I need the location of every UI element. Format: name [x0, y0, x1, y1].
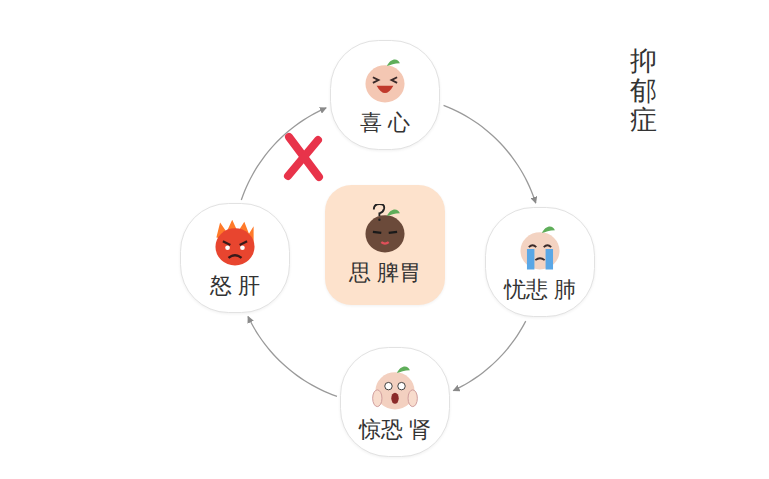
cycle-arrow: [444, 105, 536, 203]
cross-stroke: [288, 140, 318, 176]
cross-mark: [288, 137, 319, 177]
emotion-node: 怒 肝: [180, 203, 290, 313]
node-label: 忧悲 肺: [504, 277, 577, 303]
diagram-title: 抑郁症: [630, 46, 657, 135]
emoji-face: [365, 361, 425, 415]
emotion-node: 喜 心: [330, 40, 440, 150]
node-label: 怒 肝: [210, 273, 261, 299]
node-label: 喜 心: [360, 110, 411, 136]
center-emotion-node: 思 脾胃: [325, 185, 445, 305]
cycle-arrow: [248, 316, 337, 396]
node-label: 惊恐 肾: [359, 417, 432, 443]
emotion-node: 惊恐 肾: [340, 347, 450, 457]
emoji-face: [355, 54, 415, 108]
cross-stroke: [289, 137, 319, 177]
emoji-face: [355, 204, 415, 258]
emoji-face: [510, 221, 570, 275]
node-label: 思 脾胃: [349, 260, 422, 286]
emotion-node: 忧悲 肺: [485, 207, 595, 317]
cycle-arrow: [241, 108, 326, 200]
cycle-arrow: [453, 321, 525, 391]
emoji-face: [205, 217, 265, 271]
